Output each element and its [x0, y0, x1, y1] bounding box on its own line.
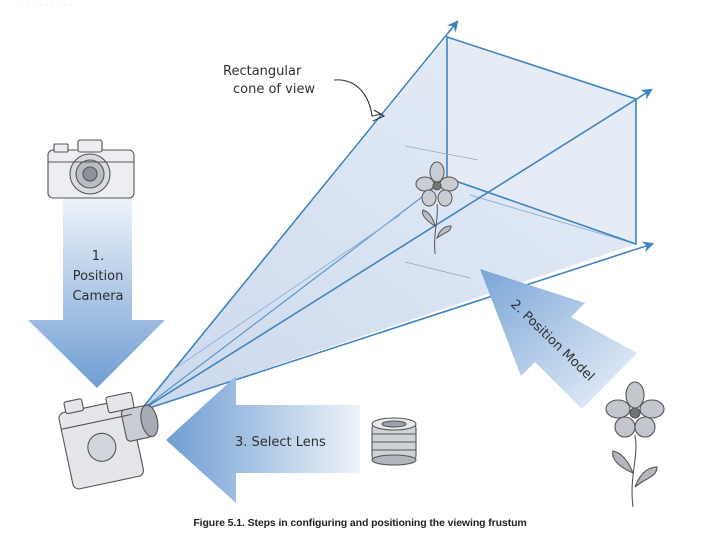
cone-label-pointer: [333, 79, 383, 117]
frustum-edge-right-bottom: [139, 241, 655, 412]
frustum-edge-hidden: [139, 177, 448, 412]
faint-header-text: · · · · · · · · · · ·: [14, 2, 81, 9]
frustum-inner-line-2: [469, 194, 637, 245]
step3-arrow: [166, 376, 360, 503]
step3-label: 3. Select Lens: [235, 435, 326, 450]
step1-label-line3: Camera: [72, 289, 123, 304]
frustum: [139, 20, 655, 412]
model-plane-top: [404, 145, 479, 161]
step2-arrow: [480, 269, 637, 409]
step1-label-line2: Position: [73, 269, 124, 284]
frustum-edge-top: [139, 20, 459, 412]
lens-icon: [371, 417, 417, 466]
cone-label-line2: cone of view: [233, 82, 315, 97]
cone-label-line1: Rectangular: [223, 64, 302, 79]
cone-label-pointer-head: [372, 109, 386, 122]
model-plane-bottom: [404, 261, 471, 279]
frustum-inner-line: [169, 214, 401, 373]
frustum-edge-right-top: [139, 88, 653, 412]
sketch-camera-icon: [58, 391, 159, 490]
flower-in-frustum-icon: [415, 161, 459, 255]
step1-arrow: [28, 198, 165, 388]
step1-label-line1: 1.: [92, 249, 104, 264]
flower-icon: [605, 381, 665, 508]
camera-icon: [47, 139, 135, 199]
figure-caption: Figure 5.1. Steps in configuring and pos…: [193, 517, 527, 529]
